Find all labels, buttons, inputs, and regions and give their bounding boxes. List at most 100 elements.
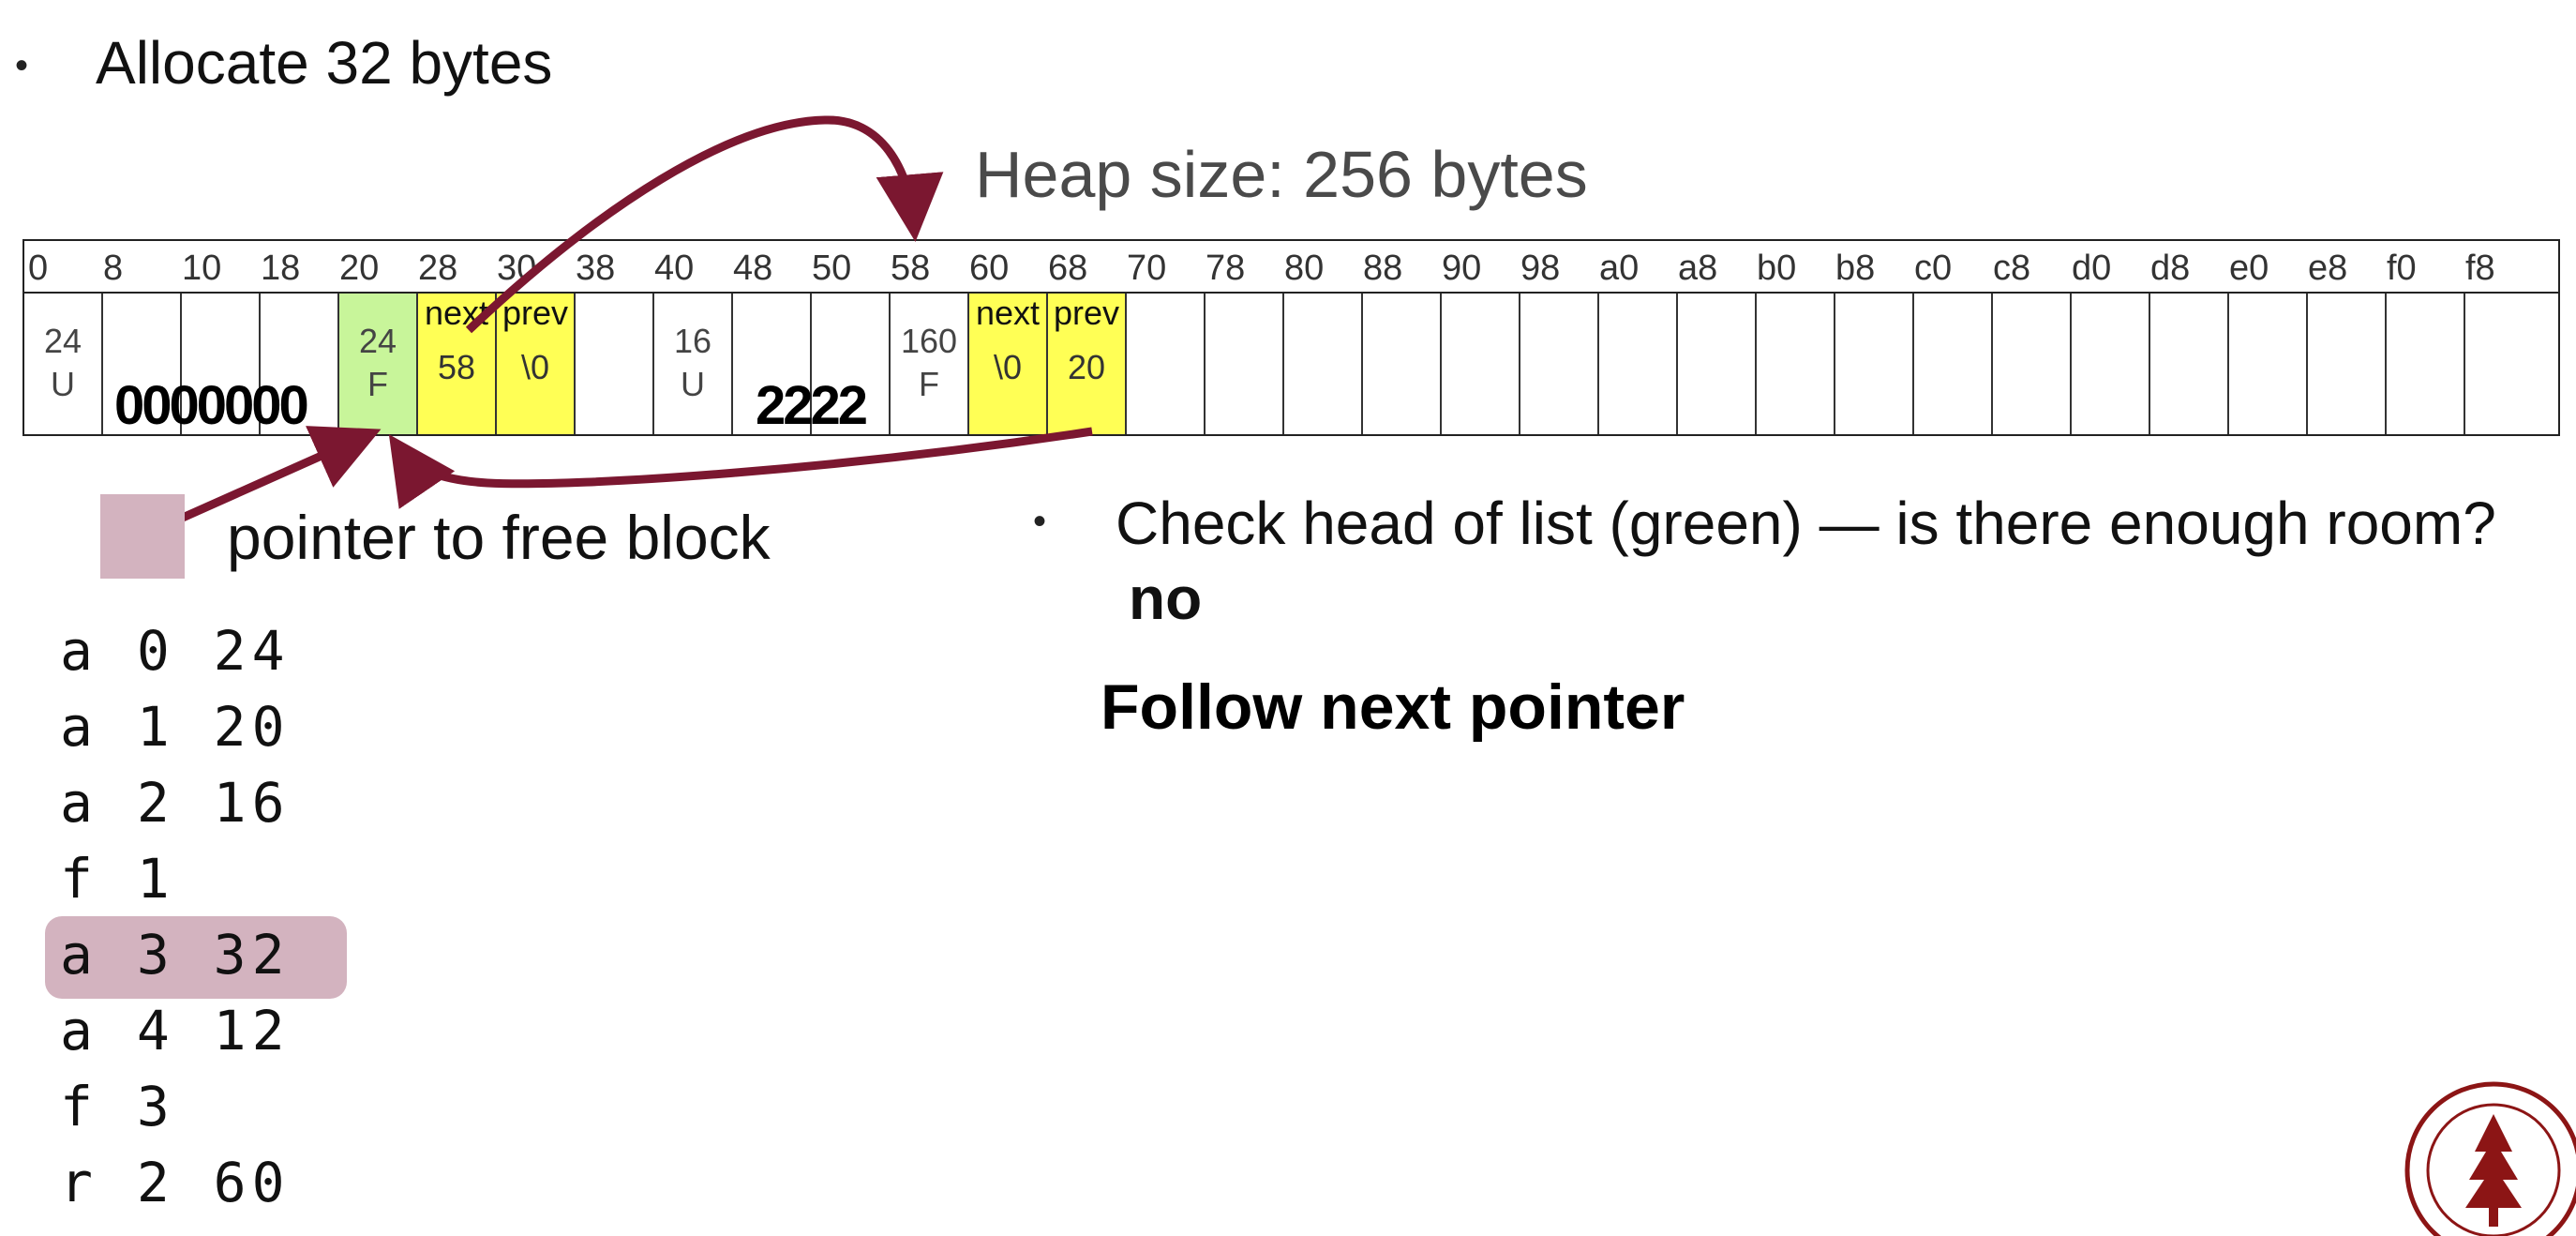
block0-header-cell: 24 U — [24, 294, 103, 434]
address-label: 0 — [28, 249, 49, 288]
address-label: 88 — [1363, 249, 1403, 288]
address-label: c0 — [1914, 249, 1953, 288]
address-label: 20 — [339, 249, 380, 288]
block0-header-status: U — [51, 365, 75, 403]
block3-payload-cell — [1993, 294, 2072, 434]
block0-payload: 0000000 — [114, 375, 309, 436]
block3-payload-cell — [2387, 294, 2465, 434]
block3-payload-cell — [2072, 294, 2150, 434]
block3-payload-cell — [2229, 294, 2308, 434]
stanford-seal-icon — [2404, 1081, 2576, 1236]
slide-title: Allocate 32 bytes — [96, 29, 553, 97]
command-item: a 0 24 — [60, 619, 291, 683]
block3-payload-cell — [1678, 294, 1757, 434]
address-label: 8 — [103, 249, 124, 288]
command-item-current: a 3 32 — [60, 923, 291, 987]
check-answer: no — [1129, 565, 1203, 632]
block3-next-value: \0 — [993, 348, 1023, 386]
block3-next-label: next — [975, 294, 1041, 332]
block3-payload-cell — [1757, 294, 1835, 434]
address-label: e0 — [2229, 249, 2269, 288]
block1-prev-cell: prev \0 — [497, 294, 576, 434]
command-item: f 3 — [60, 1075, 175, 1138]
address-label: 38 — [576, 249, 616, 288]
address-label: 48 — [733, 249, 773, 288]
block3-payload-cell — [1206, 294, 1284, 434]
block3-header-cell: 160 F — [891, 294, 969, 434]
address-label: a0 — [1599, 249, 1640, 288]
address-label: 40 — [654, 249, 695, 288]
address-label: 68 — [1048, 249, 1088, 288]
block3-payload-cell — [1520, 294, 1599, 434]
address-label: 10 — [182, 249, 222, 288]
address-label: 50 — [812, 249, 852, 288]
bullet-dot: • — [1033, 501, 1047, 542]
address-label: d8 — [2150, 249, 2191, 288]
current-command-highlight — [45, 916, 347, 999]
next-step-text: Follow next pointer — [1101, 671, 1685, 743]
block2-payload: 2222 — [756, 375, 868, 436]
block3-payload-cell — [2308, 294, 2387, 434]
address-label: c8 — [1993, 249, 2031, 288]
command-item: r 2 60 — [60, 1151, 291, 1214]
address-label: e8 — [2308, 249, 2348, 288]
block2-header-cell: 16 U — [654, 294, 733, 434]
address-label: d0 — [2072, 249, 2112, 288]
block1-payload-cell — [576, 294, 654, 434]
block1-header-size: 24 — [358, 322, 397, 360]
address-label: 90 — [1442, 249, 1482, 288]
address-label: 70 — [1127, 249, 1167, 288]
block3-prev-label: prev — [1053, 294, 1120, 332]
prev-pointer-arrow — [388, 427, 1093, 509]
block3-payload-cell — [1127, 294, 1206, 434]
block2-header-size: 16 — [673, 322, 712, 360]
block1-header-status: F — [367, 365, 388, 403]
block3-payload-cell — [1284, 294, 1363, 434]
bullet-dot: • — [15, 45, 29, 86]
address-label: 18 — [261, 249, 301, 288]
address-label: 60 — [969, 249, 1010, 288]
block1-prev-label: prev — [502, 294, 569, 332]
command-item: f 1 — [60, 847, 175, 911]
block2-payload-cell — [733, 294, 812, 434]
block2-payload-cell — [812, 294, 891, 434]
block3-header-size: 160 — [900, 322, 958, 360]
block3-next-cell: next \0 — [969, 294, 1048, 434]
block3-payload-cell — [1914, 294, 1993, 434]
block1-next-value: 58 — [437, 348, 476, 386]
command-item: a 2 16 — [60, 771, 291, 835]
address-label: f8 — [2465, 249, 2495, 288]
check-text: Check head of list (green) — is there en… — [1116, 490, 2496, 557]
address-label: 28 — [418, 249, 458, 288]
address-label: b8 — [1835, 249, 1876, 288]
address-label: 80 — [1284, 249, 1325, 288]
block0-payload-cell — [261, 294, 339, 434]
block2-header-status: U — [681, 365, 705, 403]
legend-label: pointer to free block — [227, 503, 771, 572]
block0-payload-cell — [103, 294, 182, 434]
block0-header-size: 24 — [43, 322, 82, 360]
check-text-block: Check head of list (green) — is there en… — [1116, 486, 2503, 636]
address-label: 58 — [891, 249, 931, 288]
block3-payload-cell — [1442, 294, 1520, 434]
command-item: a 4 12 — [60, 999, 291, 1063]
block3-prev-value: 20 — [1067, 348, 1106, 386]
heap-size-label: Heap size: 256 bytes — [975, 138, 1588, 211]
block3-payload-cell — [2150, 294, 2229, 434]
block3-payload-cell — [1835, 294, 1914, 434]
legend-swatch — [100, 494, 185, 579]
block3-payload-cell — [1363, 294, 1442, 434]
next-pointer-arrow — [465, 115, 944, 334]
block0-payload-cell — [182, 294, 261, 434]
block3-prev-cell: prev 20 — [1048, 294, 1127, 434]
command-item: a 1 20 — [60, 695, 291, 759]
block3-payload-cell — [1599, 294, 1678, 434]
address-label: a8 — [1678, 249, 1718, 288]
address-label: 78 — [1206, 249, 1246, 288]
address-label: 98 — [1520, 249, 1561, 288]
block1-prev-value: \0 — [520, 348, 550, 386]
address-label: b0 — [1757, 249, 1797, 288]
address-label: f0 — [2387, 249, 2417, 288]
block1-header-cell: 24 F — [339, 294, 418, 434]
